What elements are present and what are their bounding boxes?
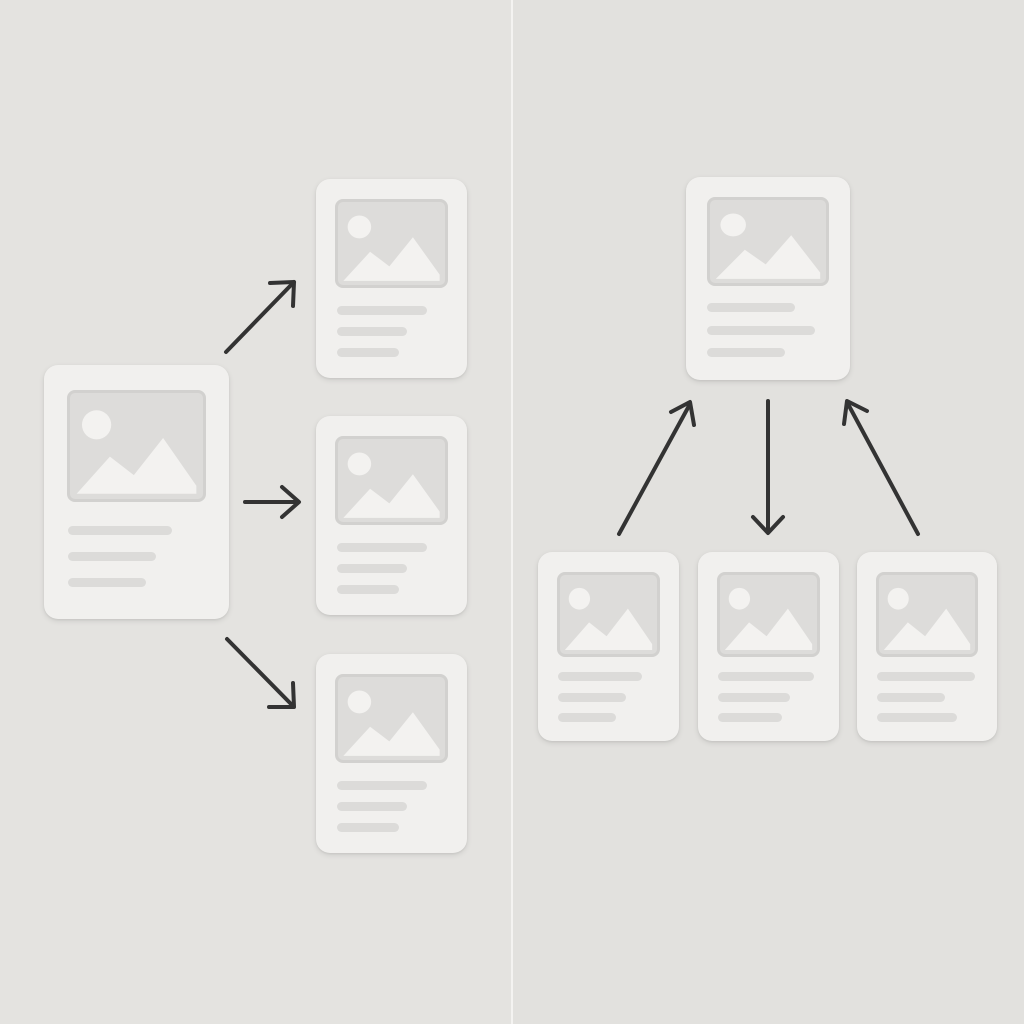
text-line bbox=[558, 672, 642, 681]
card-right-top bbox=[686, 177, 850, 380]
text-line bbox=[337, 306, 427, 315]
text-line bbox=[337, 802, 407, 811]
text-line bbox=[337, 564, 407, 573]
text-line bbox=[707, 326, 815, 335]
image-placeholder-icon bbox=[335, 436, 448, 525]
card-left-source bbox=[44, 365, 229, 619]
right-panel bbox=[513, 0, 1024, 1024]
card-right-2 bbox=[698, 552, 839, 741]
text-line bbox=[877, 672, 975, 681]
text-line bbox=[558, 713, 616, 722]
text-line bbox=[337, 327, 407, 336]
text-line bbox=[337, 348, 399, 357]
text-line bbox=[68, 552, 156, 561]
image-placeholder-icon bbox=[717, 572, 820, 657]
text-line bbox=[718, 713, 782, 722]
card-left-bottom bbox=[316, 654, 467, 853]
text-line bbox=[337, 585, 399, 594]
image-placeholder-icon bbox=[557, 572, 660, 657]
text-line bbox=[718, 693, 790, 702]
card-right-1 bbox=[538, 552, 679, 741]
text-line bbox=[337, 543, 427, 552]
card-left-top bbox=[316, 179, 467, 378]
card-right-3 bbox=[857, 552, 997, 741]
image-placeholder-icon bbox=[67, 390, 206, 502]
image-placeholder-icon bbox=[335, 199, 448, 288]
text-line bbox=[337, 781, 427, 790]
text-line bbox=[707, 348, 785, 357]
text-line bbox=[707, 303, 795, 312]
text-line bbox=[68, 526, 172, 535]
text-line bbox=[68, 578, 146, 587]
text-line bbox=[877, 713, 957, 722]
panel-divider bbox=[511, 0, 513, 1024]
image-placeholder-icon bbox=[335, 674, 448, 763]
text-line bbox=[337, 823, 399, 832]
image-placeholder-icon bbox=[707, 197, 829, 286]
text-line bbox=[877, 693, 945, 702]
image-placeholder-icon bbox=[876, 572, 978, 657]
text-line bbox=[558, 693, 626, 702]
text-line bbox=[718, 672, 814, 681]
card-left-middle bbox=[316, 416, 467, 615]
